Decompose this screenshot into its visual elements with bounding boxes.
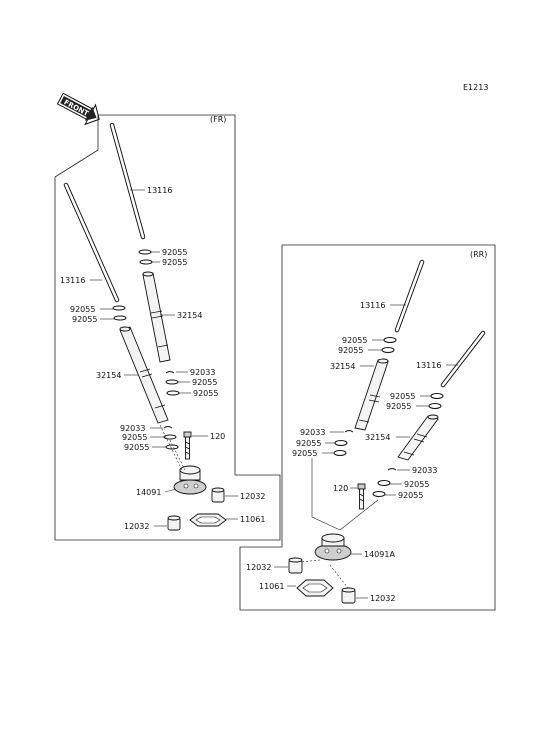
rr-callout-seal-b1: 92055: [390, 392, 415, 401]
fr-lifter-b-part: [167, 515, 181, 531]
fr-callout-holder: 14091: [136, 488, 161, 497]
fr-callout-seal-b1: 92055: [70, 305, 95, 314]
rr-bolt-part: [357, 483, 366, 510]
rr-tube-a-part: [354, 358, 389, 431]
rr-callout-lifter-a: 12032: [246, 563, 271, 572]
rr-callout-gasket: 11061: [259, 582, 284, 591]
rr-seal-b1-part: [430, 393, 444, 399]
fr-callout-tube-lower: 32154: [96, 371, 121, 380]
rr-callout-seal-a1: 92055: [342, 336, 367, 345]
fr-seal-d2-part: [165, 444, 179, 450]
fr-callout-gasket: 11061: [240, 515, 265, 524]
fr-callout-seal-d1: 92055: [122, 433, 147, 442]
fr-circlip-a-part: [165, 371, 175, 374]
fr-seal-b1-part: [112, 305, 126, 311]
fr-callout-seal-a1: 92055: [162, 248, 187, 257]
rr-lifter-a-part: [288, 557, 303, 574]
rr-circlip-a-part: [344, 430, 354, 433]
rr-callout-circlip-a: 92033: [300, 428, 325, 437]
fr-callout-seal-a2: 92055: [162, 258, 187, 267]
fr-callout-seal-d2: 92055: [124, 443, 149, 452]
fr-callout-lifter-b: 12032: [124, 522, 149, 531]
fr-bolt-part: [183, 431, 192, 460]
rr-pushrod-b-part: [440, 330, 486, 388]
fr-callout-lifter-a: 12032: [240, 492, 265, 501]
fr-callout-pushrod-lower: 13116: [60, 276, 85, 285]
rr-seal-d1-part: [377, 480, 391, 486]
fr-gasket-part: [189, 513, 227, 527]
rr-callout-pushrod-b: 13116: [416, 361, 441, 370]
rr-callout-seal-c1: 92055: [296, 439, 321, 448]
fr-seal-c2-part: [166, 390, 180, 396]
rr-seal-a1-part: [383, 337, 397, 343]
fr-label: (FR): [210, 115, 226, 124]
fr-lifter-a-part: [211, 487, 225, 503]
fr-pushrod-lower-part: [63, 182, 120, 303]
rr-callout-seal-d2: 92055: [398, 491, 423, 500]
rr-seal-d2-part: [372, 491, 386, 497]
rr-lifter-b-part: [341, 587, 356, 604]
fr-callout-seal-b2: 92055: [72, 315, 97, 324]
diagram-code: E1213: [463, 83, 488, 92]
fr-frame: [54, 114, 281, 541]
fr-callout-tube-upper: 32154: [177, 311, 202, 320]
rr-callout-tube-a: 32154: [330, 362, 355, 371]
front-arrow-badge: FRONT: [56, 92, 100, 126]
rr-seal-b2-part: [428, 403, 442, 409]
fr-callout-seal-c2: 92055: [193, 389, 218, 398]
rr-callout-seal-c2: 92055: [292, 449, 317, 458]
fr-seal-a2-part: [139, 259, 153, 265]
fr-callout-bolt: 120: [210, 432, 225, 441]
rr-holder-part: [314, 533, 352, 561]
fr-callout-pushrod-upper: 13116: [147, 186, 172, 195]
fr-circlip-b-part: [163, 426, 173, 429]
rr-callout-holder: 14091A: [364, 550, 395, 559]
fr-pushrod-upper-part: [109, 122, 146, 240]
rr-callout-seal-a2: 92055: [338, 346, 363, 355]
fr-seal-a1-part: [138, 249, 152, 255]
rr-frame: [239, 244, 496, 611]
fr-tube-lower-part: [119, 326, 169, 424]
fr-holder-part: [173, 465, 207, 495]
rr-tube-b-part: [397, 414, 439, 461]
fr-tube-upper-part: [142, 271, 171, 363]
fr-callout-circlip-b: 92033: [120, 424, 145, 433]
rr-seal-c1-part: [334, 440, 348, 446]
rr-pushrod-a-part: [394, 259, 425, 333]
rr-callout-pushrod-a: 13116: [360, 301, 385, 310]
rr-seal-c2-part: [333, 450, 347, 456]
rr-callout-bolt: 120: [333, 484, 348, 493]
rr-callout-seal-d1: 92055: [404, 480, 429, 489]
rr-seal-a2-part: [381, 347, 395, 353]
rr-callout-lifter-b: 12032: [370, 594, 395, 603]
rr-label: (RR): [470, 250, 487, 259]
fr-seal-b2-part: [113, 315, 127, 321]
fr-callout-seal-c1: 92055: [192, 378, 217, 387]
fr-seal-c1-part: [165, 379, 179, 385]
rr-callout-seal-b2: 92055: [386, 402, 411, 411]
fr-callout-circlip-a: 92033: [190, 368, 215, 377]
rr-callout-tube-b: 32154: [365, 433, 390, 442]
rr-callout-circlip-b: 92033: [412, 466, 437, 475]
rr-circlip-b-part: [387, 468, 397, 471]
rr-gasket-part: [296, 579, 334, 597]
